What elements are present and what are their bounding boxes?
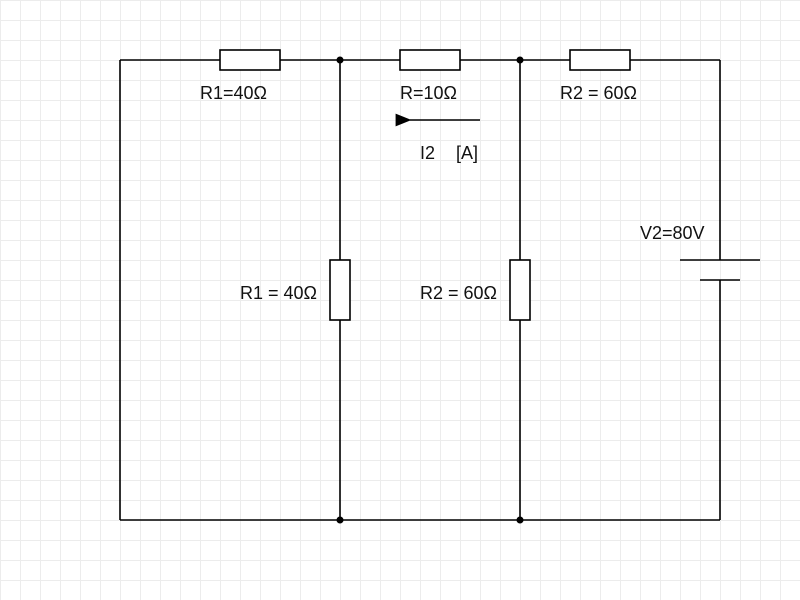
resistor-r-mid	[399, 49, 461, 71]
junction-node-top-left	[336, 56, 344, 64]
resistor-r1-top	[219, 49, 281, 71]
label-voltage-source: V2=80V	[640, 223, 705, 243]
wires	[119, 59, 721, 521]
resistor-r1-vertical	[329, 259, 351, 321]
voltage-source-icon	[680, 259, 760, 281]
label-r1-vertical: R1 = 40Ω	[240, 283, 317, 303]
resistor-r2-top	[569, 49, 631, 71]
label-r2-vertical: R2 = 60Ω	[420, 283, 497, 303]
label-current: I2	[420, 143, 435, 163]
label-r-mid: R=10Ω	[400, 83, 457, 103]
label-r2-top: R2 = 60Ω	[560, 83, 637, 103]
resistor-r2-vertical	[509, 259, 531, 321]
label-r1-top: R1=40Ω	[200, 83, 267, 103]
label-current-unit: [A]	[456, 143, 478, 163]
junction-node-top-right	[516, 56, 524, 64]
junction-node-bottom-left	[336, 516, 344, 524]
junction-node-bottom-right	[516, 516, 524, 524]
